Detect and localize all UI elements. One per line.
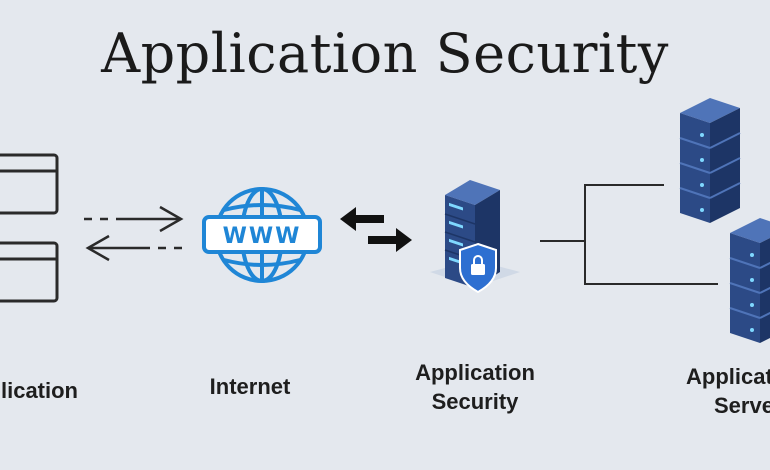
label-servers-clip: Application Servers: [686, 362, 770, 422]
browser-window-icon: [0, 153, 59, 303]
server-stack-icon: [679, 98, 741, 223]
label-security-line2: Security: [431, 389, 519, 414]
label-internet: Internet: [209, 374, 291, 399]
page-title: Application Security: [101, 22, 669, 85]
server-stack-icon: [729, 218, 770, 343]
label-application: Application: [0, 378, 78, 403]
label-application-security: Application Security: [400, 358, 550, 416]
connector-lines: [540, 184, 718, 285]
label-servers-line1: Application: [686, 364, 770, 389]
www-banner: [202, 215, 322, 254]
label-application-servers: Application Servers: [686, 362, 770, 420]
arrow-right-icon: [84, 205, 184, 233]
label-servers-line2: Servers: [714, 393, 770, 418]
label-security-line1: Application: [415, 360, 535, 385]
shield-lock-icon: [459, 242, 497, 294]
label-application-clip: Application: [0, 376, 80, 408]
arrow-left-icon: [85, 234, 182, 262]
bidirectional-arrows-icon: [340, 207, 412, 252]
www-text: WWW: [223, 224, 302, 249]
